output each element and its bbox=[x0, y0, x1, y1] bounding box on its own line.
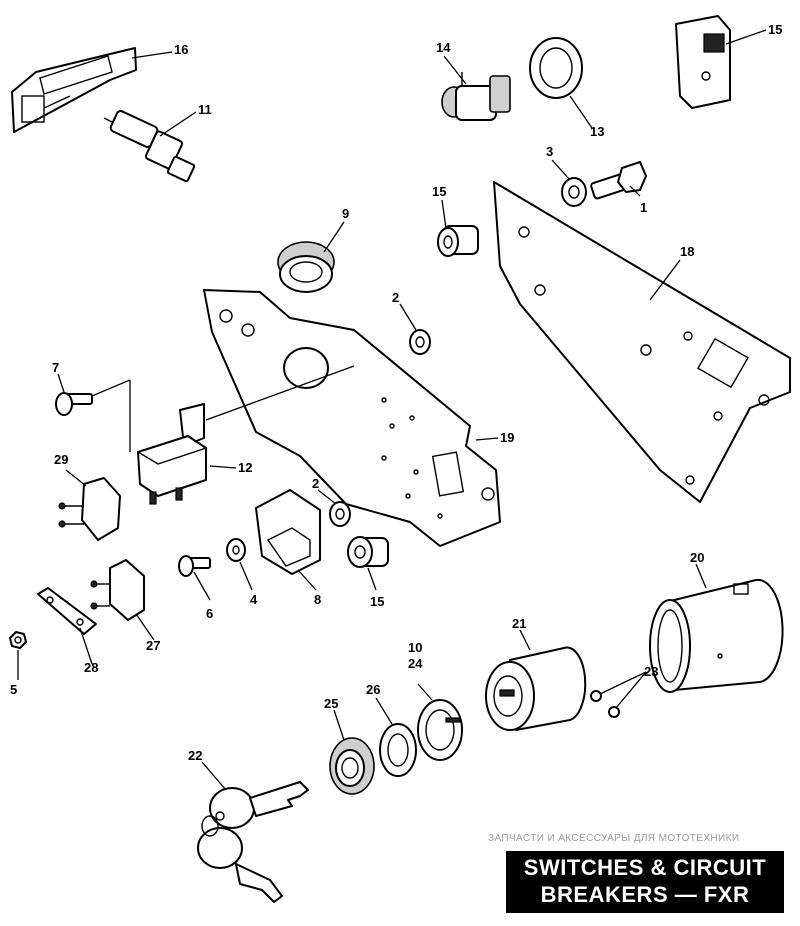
callout-29: 29 bbox=[54, 452, 68, 467]
callout-18: 18 bbox=[680, 244, 694, 259]
part-washer-2-upper bbox=[409, 329, 431, 355]
part-bracket-19 bbox=[203, 289, 501, 547]
watermark-text: ЗАПЧАСТИ И АКСЕССУАРЫ ДЛЯ МОТОТЕХНИКИ bbox=[488, 833, 740, 844]
callout-14: 14 bbox=[436, 40, 451, 55]
part-strap-28 bbox=[37, 587, 97, 635]
callout-22: 22 bbox=[188, 748, 202, 763]
callout-2-upper: 2 bbox=[392, 290, 399, 305]
callout-10: 10 bbox=[408, 640, 422, 655]
part-cover-20 bbox=[649, 578, 784, 693]
part-clip-8 bbox=[255, 489, 321, 575]
callout-leaders bbox=[17, 29, 767, 791]
callout-6: 6 bbox=[206, 606, 213, 621]
part-washer-3 bbox=[561, 177, 587, 207]
part-keys-22 bbox=[197, 781, 309, 903]
part-breaker-29 bbox=[58, 477, 121, 541]
callout-15-lower: 15 bbox=[370, 594, 384, 609]
callout-16: 15 bbox=[768, 22, 782, 37]
part-spacer-15-lower bbox=[347, 536, 389, 568]
part-sensor-11 bbox=[103, 110, 196, 183]
part-module-16 bbox=[675, 15, 731, 109]
callout-12: 12 bbox=[238, 460, 252, 475]
callout-3: 3 bbox=[546, 144, 553, 159]
part-screw-7 bbox=[55, 392, 93, 416]
callout-2-lower: 2 bbox=[312, 476, 319, 491]
callout-21: 21 bbox=[512, 616, 526, 631]
part-ignition-switch-21 bbox=[485, 646, 587, 731]
callout-26: 26 bbox=[366, 682, 380, 697]
callout-27: 27 bbox=[146, 638, 160, 653]
callout-20: 20 bbox=[690, 550, 704, 565]
callout-11: 11 bbox=[198, 102, 212, 117]
part-nut-25 bbox=[329, 737, 375, 795]
callout-8: 8 bbox=[314, 592, 321, 607]
callout-labels: 16 11 14 13 15 3 1 15 18 9 2 19 7 12 29 … bbox=[10, 22, 782, 763]
callout-17: 16 bbox=[174, 42, 188, 57]
part-relay-12 bbox=[91, 365, 355, 505]
part-screws-23 bbox=[590, 690, 620, 718]
callout-7: 7 bbox=[52, 360, 59, 375]
part-switch-14 bbox=[441, 72, 511, 121]
callout-23: 23 bbox=[644, 664, 658, 679]
callout-25: 25 bbox=[324, 696, 338, 711]
callout-19: 19 bbox=[500, 430, 514, 445]
part-washer-13 bbox=[529, 37, 583, 99]
part-washer-4 bbox=[226, 538, 246, 562]
callout-15-upper: 15 bbox=[432, 184, 446, 199]
callout-1: 1 bbox=[640, 200, 647, 215]
part-spacer-15-upper bbox=[437, 225, 479, 257]
callout-5: 5 bbox=[10, 682, 17, 697]
part-washer-2-lower bbox=[329, 501, 351, 527]
callout-13: 13 bbox=[590, 124, 604, 139]
part-plate-18 bbox=[493, 181, 791, 503]
part-bracket-17 bbox=[11, 47, 137, 133]
diagram-title-line2: BREAKERS — FXR bbox=[540, 882, 750, 907]
callout-4: 4 bbox=[250, 592, 258, 607]
callout-9: 9 bbox=[342, 206, 349, 221]
part-nut-5 bbox=[9, 631, 27, 649]
part-washer-26 bbox=[379, 723, 417, 777]
diagram-title-line1: SWITCHES & CIRCUIT bbox=[523, 855, 767, 880]
callout-28: 28 bbox=[84, 660, 98, 675]
diagram-title-box: SWITCHES & CIRCUIT BREAKERS — FXR bbox=[506, 851, 784, 913]
part-grommet-9 bbox=[277, 241, 335, 293]
part-screw-6 bbox=[178, 555, 211, 577]
part-bolt-1 bbox=[590, 161, 647, 200]
part-lockplate-10-24 bbox=[417, 699, 463, 761]
part-breaker-27 bbox=[90, 559, 145, 621]
callout-24: 24 bbox=[408, 656, 423, 671]
